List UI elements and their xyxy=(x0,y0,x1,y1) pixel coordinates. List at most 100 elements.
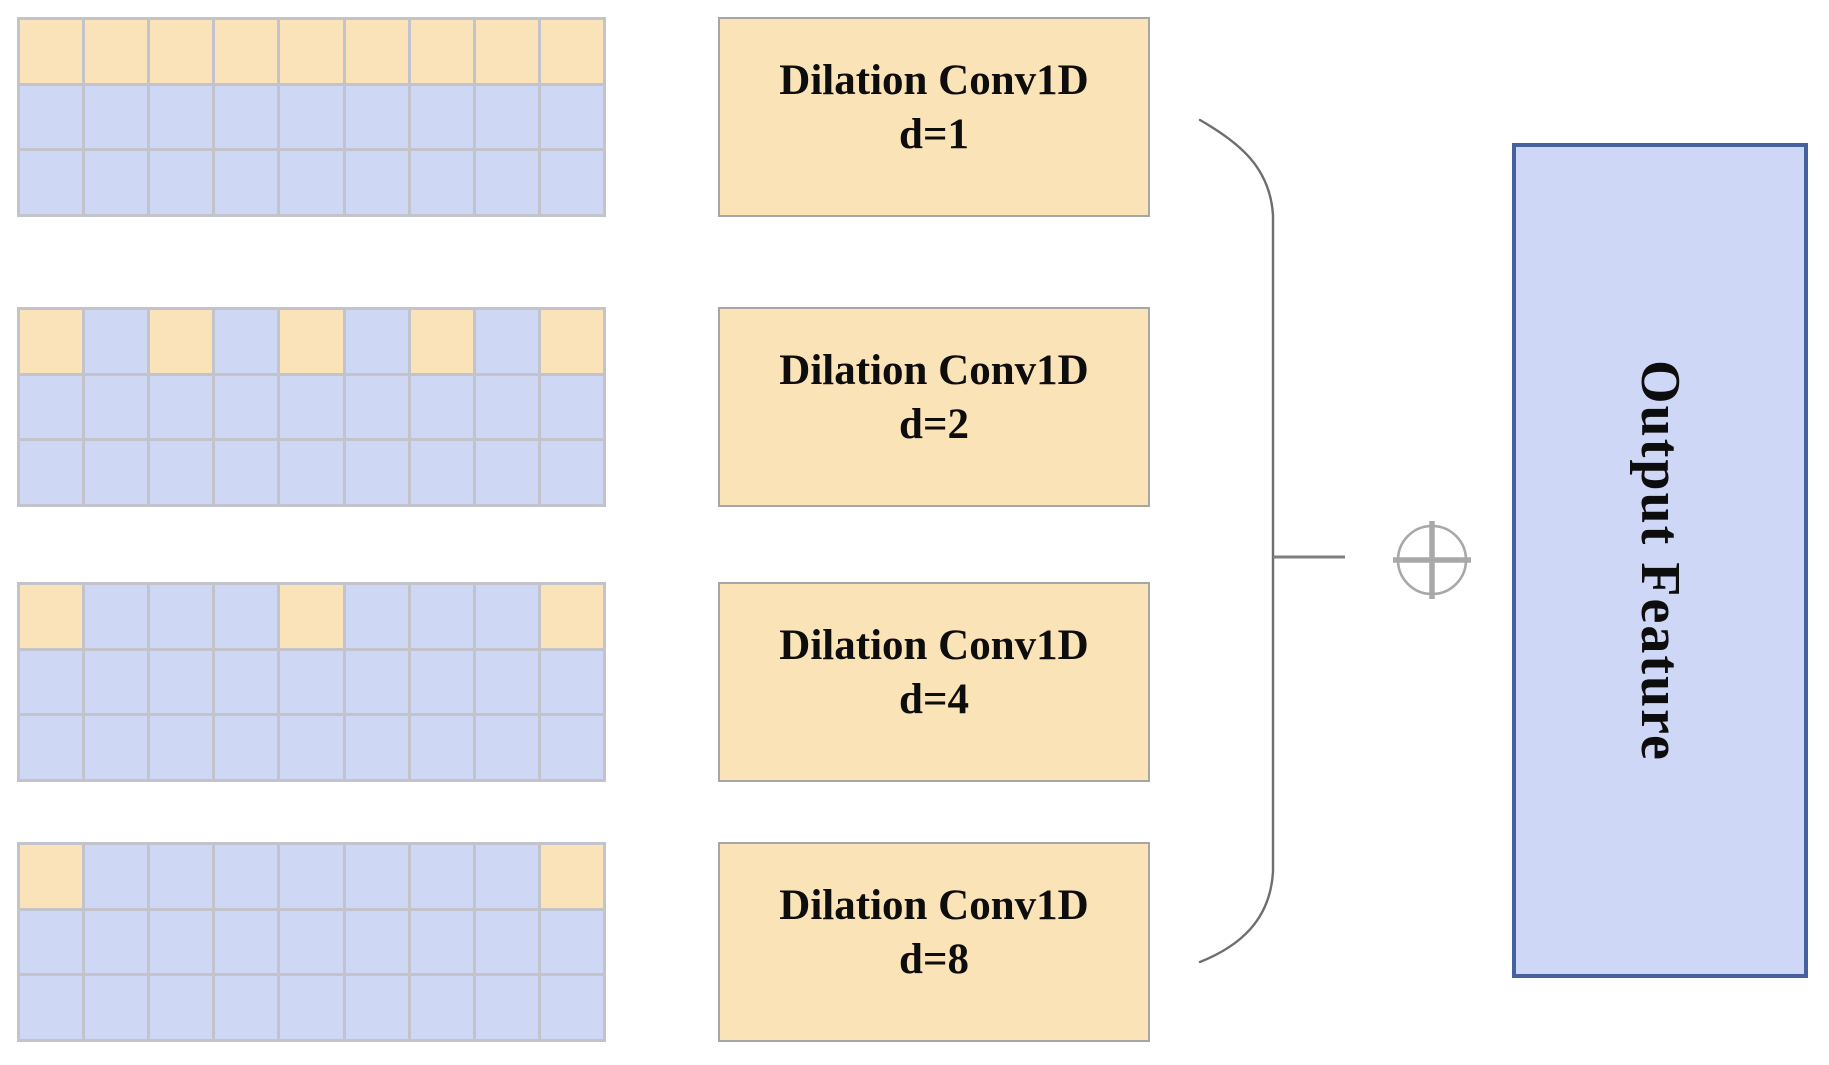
conv-box-title: Dilation Conv1D xyxy=(779,347,1089,395)
receptive-grid-d2 xyxy=(17,307,606,507)
conv-box-d4: Dilation Conv1D d=4 xyxy=(718,582,1150,782)
grid-cell xyxy=(345,585,408,648)
grid-cell xyxy=(475,375,538,439)
receptive-grid-d8 xyxy=(17,842,606,1042)
conv-box-dilation: d=1 xyxy=(899,111,969,158)
grid-cell xyxy=(280,375,343,439)
grid-cell xyxy=(85,650,148,714)
grid-cell xyxy=(280,151,343,214)
grid-cell xyxy=(475,716,538,779)
grid-cell xyxy=(540,441,603,504)
conv-box-d1: Dilation Conv1D d=1 xyxy=(718,17,1150,217)
grid-cell xyxy=(475,650,538,714)
grid-cell xyxy=(150,85,213,149)
grid-cell xyxy=(475,845,538,908)
grid-cell-active xyxy=(150,20,213,83)
grid-cell xyxy=(85,375,148,439)
grid-cell xyxy=(475,910,538,974)
grid-cell xyxy=(150,910,213,974)
grid-cell-active xyxy=(215,20,278,83)
conv-box-title: Dilation Conv1D xyxy=(779,622,1089,670)
grid-cell xyxy=(540,85,603,149)
grid-cell xyxy=(85,585,148,648)
grid-cell-active xyxy=(20,585,83,648)
conv-box-dilation: d=8 xyxy=(899,936,969,983)
grid-cell xyxy=(20,910,83,974)
grid-cell xyxy=(475,976,538,1039)
grid-cell xyxy=(475,585,538,648)
grid-cell xyxy=(150,151,213,214)
grid-cell xyxy=(85,310,148,373)
output-feature-box: Output Feature xyxy=(1512,143,1808,978)
grid-cell xyxy=(20,151,83,214)
grid-cell xyxy=(475,441,538,504)
grid-cell xyxy=(410,151,473,214)
grid-cell xyxy=(280,910,343,974)
receptive-grid-d4 xyxy=(17,582,606,782)
grid-cell xyxy=(150,976,213,1039)
grid-cell xyxy=(345,85,408,149)
circled-plus-icon xyxy=(1393,521,1471,599)
grid-cell-active xyxy=(20,310,83,373)
grid-cell xyxy=(345,910,408,974)
grid-cell xyxy=(410,375,473,439)
grid-cell xyxy=(215,716,278,779)
grid-cell xyxy=(215,910,278,974)
conv-box-title: Dilation Conv1D xyxy=(779,57,1089,105)
grid-cell-active xyxy=(475,20,538,83)
grid-cell xyxy=(410,910,473,974)
receptive-grid-d1 xyxy=(17,17,606,217)
conv-box-title: Dilation Conv1D xyxy=(779,882,1089,930)
conv-box-dilation: d=2 xyxy=(899,401,969,448)
grid-cell-active xyxy=(345,20,408,83)
grid-cell xyxy=(540,910,603,974)
grid-cell xyxy=(150,375,213,439)
grid-cell xyxy=(410,976,473,1039)
grid-cell xyxy=(215,976,278,1039)
grid-cell xyxy=(85,976,148,1039)
grid-cell xyxy=(410,845,473,908)
grid-cell xyxy=(540,151,603,214)
grid-cell-active xyxy=(20,20,83,83)
grid-cell xyxy=(345,310,408,373)
grid-cell xyxy=(280,976,343,1039)
grid-cell xyxy=(540,650,603,714)
grid-cell-active xyxy=(280,585,343,648)
grid-cell xyxy=(345,441,408,504)
grid-cell xyxy=(280,845,343,908)
grid-cell xyxy=(215,310,278,373)
grid-cell xyxy=(215,441,278,504)
grid-cell xyxy=(20,375,83,439)
grid-cell xyxy=(85,910,148,974)
grid-cell xyxy=(475,310,538,373)
grid-cell xyxy=(540,976,603,1039)
gather-brace xyxy=(1198,118,1275,964)
grid-cell xyxy=(215,85,278,149)
grid-cell xyxy=(410,441,473,504)
conv-box-dilation: d=4 xyxy=(899,676,969,723)
grid-cell xyxy=(215,650,278,714)
grid-cell xyxy=(150,650,213,714)
grid-cell xyxy=(540,375,603,439)
conv-box-d8: Dilation Conv1D d=8 xyxy=(718,842,1150,1042)
grid-cell-active xyxy=(280,20,343,83)
grid-cell xyxy=(410,85,473,149)
grid-cell xyxy=(475,151,538,214)
grid-cell-active xyxy=(540,20,603,83)
grid-cell xyxy=(280,650,343,714)
grid-cell xyxy=(215,585,278,648)
grid-cell xyxy=(540,716,603,779)
grid-cell xyxy=(410,650,473,714)
grid-cell xyxy=(20,716,83,779)
grid-cell xyxy=(20,85,83,149)
grid-cell xyxy=(215,845,278,908)
grid-cell-active xyxy=(150,310,213,373)
grid-cell xyxy=(280,441,343,504)
grid-cell xyxy=(215,375,278,439)
output-feature-label: Output Feature xyxy=(1629,359,1691,762)
grid-cell xyxy=(85,441,148,504)
grid-cell-active xyxy=(410,20,473,83)
grid-cell-active xyxy=(540,310,603,373)
grid-cell xyxy=(345,151,408,214)
